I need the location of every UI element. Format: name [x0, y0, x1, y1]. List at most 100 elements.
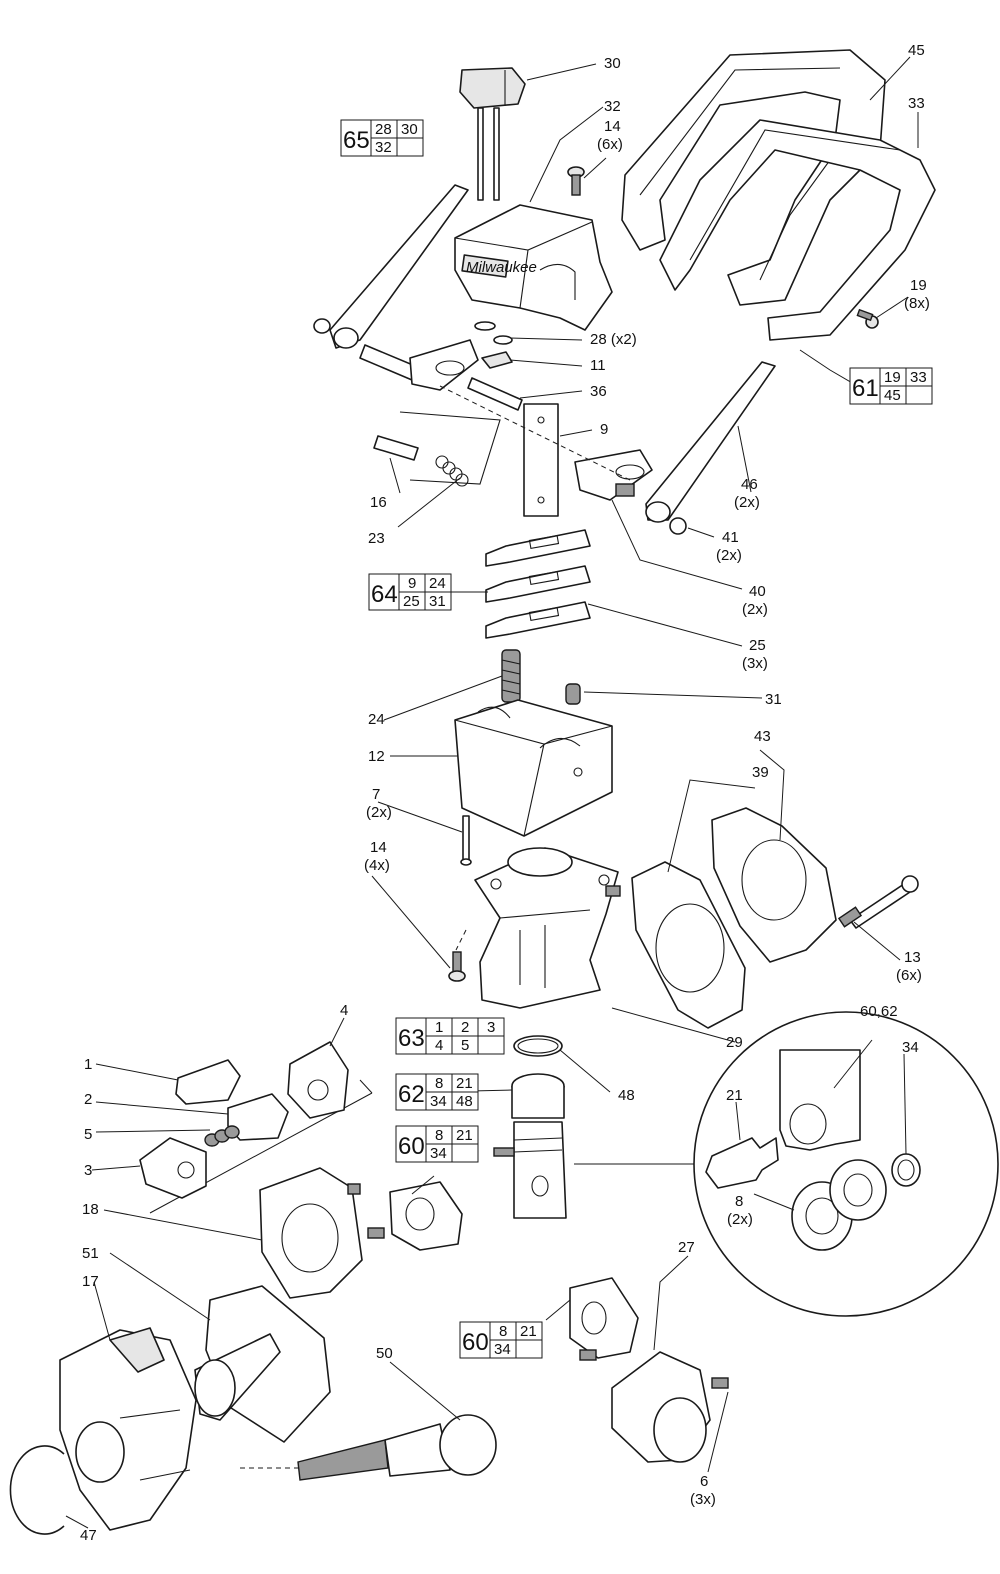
part-17-clamp-body	[59, 1327, 197, 1531]
callout-19-qty: (8x)	[904, 295, 930, 312]
kit-table-61: 61 19 33 45	[849, 367, 933, 405]
callout-6: 6	[700, 1473, 708, 1490]
part-60-adapter-right	[569, 1277, 639, 1361]
part-45-handle	[621, 49, 886, 306]
callout-7: 7	[372, 786, 380, 803]
callout-2: 2	[84, 1091, 92, 1108]
callout-19: 19	[910, 277, 927, 294]
kit-60b-number: 60	[462, 1329, 489, 1356]
kit-63-cell: 5	[461, 1037, 469, 1054]
part-12-cover	[454, 699, 613, 837]
kit-table-62: 62 8 21 34 48	[395, 1073, 479, 1111]
callout-23: 23	[368, 530, 385, 547]
kit-60-number: 60	[398, 1133, 425, 1160]
part-31-spring	[565, 683, 581, 705]
callout-14b: 14	[370, 839, 387, 856]
part-46-link-arm-left	[313, 184, 469, 349]
callout-8-qty: (2x)	[727, 1211, 753, 1228]
part-6-grease-fitting	[711, 1377, 729, 1389]
callout-1: 1	[84, 1056, 92, 1073]
callout-41: 41	[722, 529, 739, 546]
kit-60-cell: 8	[435, 1127, 443, 1144]
part-48-o-ring	[513, 1035, 563, 1057]
part-27-lower-housing	[611, 1351, 711, 1463]
callout-18: 18	[82, 1201, 99, 1218]
part-39-gasket	[631, 861, 746, 1029]
kit-62-cell: 21	[456, 1075, 473, 1092]
kit-61-cell: 33	[910, 369, 927, 386]
kit-65-cell: 30	[401, 121, 418, 138]
callout-11: 11	[590, 357, 606, 374]
callout-6-qty: (3x)	[690, 1491, 716, 1508]
part-4-clamp	[287, 1041, 349, 1119]
kit-60-cell: 34	[430, 1145, 447, 1162]
kit-61-cell: 19	[884, 369, 901, 386]
callout-50: 50	[376, 1345, 393, 1362]
callout-25-qty: (3x)	[742, 655, 768, 672]
leader-lines	[65, 56, 919, 1529]
kit-62-cell: 34	[430, 1093, 447, 1110]
callout-40: 40	[749, 583, 766, 600]
callout-33: 33	[908, 95, 925, 112]
kit-60b-cell: 8	[499, 1323, 507, 1340]
callout-45: 45	[908, 42, 925, 59]
kit-62-number: 62	[398, 1081, 425, 1108]
callout-60-62: 60,62	[860, 1003, 898, 1020]
callout-labels: 30 32 14 (6x) 45 33 19 (8x) 28 (x2) 11 3…	[80, 42, 930, 1544]
kit-60-cell: 21	[456, 1127, 473, 1144]
part-13-bolt	[837, 875, 919, 929]
part-23-spring	[399, 411, 501, 487]
callout-17: 17	[82, 1273, 99, 1290]
part-18-collar-housing	[259, 1167, 363, 1299]
callout-3: 3	[84, 1162, 92, 1179]
kit-63-cell: 2	[461, 1019, 469, 1036]
part-41-retaining-ring	[669, 517, 687, 535]
kit-table-60-middle: 60 8 21 34	[395, 1125, 479, 1163]
kit-65-cell: 32	[375, 139, 392, 156]
part-43-end-plate	[711, 807, 837, 963]
kit-63-cell: 1	[435, 1019, 443, 1036]
part-spindle-assembly	[493, 1073, 567, 1219]
part-3-knob	[139, 1137, 207, 1199]
callout-7-qty: (2x)	[366, 804, 392, 821]
kit-table-64: 64 9 24 25 31	[368, 573, 488, 611]
part-51-flange-tube	[194, 1285, 331, 1443]
callout-30: 30	[604, 55, 621, 72]
callout-8: 8	[735, 1193, 743, 1210]
part-46-link-arm-right	[645, 361, 776, 523]
part-5-spring-small	[204, 1125, 240, 1147]
part-47-retaining-ring	[9, 1445, 65, 1535]
kit-63-cell: 4	[435, 1037, 443, 1054]
part-11-plate	[481, 351, 513, 369]
part-1-cap	[175, 1059, 241, 1105]
kit-table-63: 63 1 2 3 4 5	[395, 1017, 505, 1055]
part-24-spring	[501, 649, 521, 703]
part-36-pin	[467, 377, 523, 411]
part-32-switch-housing: Milwaukee	[454, 204, 613, 331]
kit-64-cell: 31	[429, 593, 446, 610]
callout-46: 46	[741, 476, 758, 493]
callout-14: 14	[604, 118, 621, 135]
callout-12: 12	[368, 748, 385, 765]
callout-25: 25	[749, 637, 766, 654]
kit-table-65: 65 28 30 32	[340, 119, 424, 157]
part-40-crank-left	[359, 339, 479, 391]
guide-line-screw	[455, 929, 467, 951]
callout-5: 5	[84, 1126, 92, 1143]
part-29-gear-housing	[474, 847, 619, 1009]
callout-34: 34	[902, 1039, 919, 1056]
part-9-bar	[523, 403, 559, 517]
kit-60b-cell: 34	[494, 1341, 511, 1358]
kit-65-number: 65	[343, 127, 370, 154]
part-28-clips	[474, 321, 513, 345]
callout-43: 43	[754, 728, 771, 745]
callout-9: 9	[600, 421, 608, 438]
callout-13: 13	[904, 949, 921, 966]
callout-51: 51	[82, 1245, 99, 1262]
detail-view-circle	[574, 1011, 999, 1317]
callout-39: 39	[752, 764, 769, 781]
part-40-crank-right	[574, 449, 653, 501]
callout-29: 29	[726, 1034, 743, 1051]
part-60-adapter-left	[367, 1181, 463, 1251]
